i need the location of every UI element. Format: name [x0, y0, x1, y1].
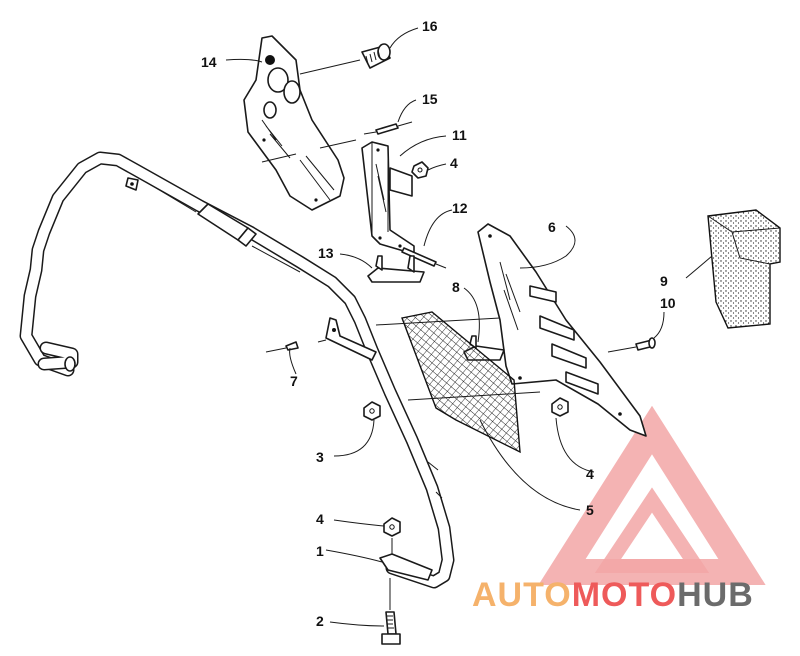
callout-10: 10 [660, 295, 676, 311]
part-16-cap [299, 43, 391, 75]
callout-11: 11 [452, 127, 467, 143]
watermark-logo [538, 405, 766, 585]
part-10-screw [607, 337, 656, 353]
callout-leaders [225, 27, 713, 627]
part-4-nut-top [411, 161, 429, 179]
callout-7: 7 [290, 373, 298, 389]
part-3-nut [363, 401, 381, 421]
part-12-pin [401, 247, 447, 269]
part-13-plate [367, 255, 425, 283]
part-9-foam-block [707, 209, 781, 329]
part-11-bracket [361, 141, 415, 255]
callout-6: 6 [548, 219, 556, 235]
callout-2: 2 [316, 613, 324, 629]
callout-15: 15 [422, 91, 438, 107]
watermark-wordmark: AUTOMOTOHUB [472, 576, 754, 614]
callout-4-mid: 4 [586, 466, 594, 482]
callout-16: 16 [422, 18, 438, 34]
bumper-bracket [325, 317, 377, 361]
watermark-hub: HUB [677, 576, 754, 614]
callout-13: 13 [318, 245, 334, 261]
svg-text:AUTOMOTOHUB: AUTOMOTOHUB [472, 576, 754, 614]
tubular-bumper [19, 151, 455, 589]
watermark-moto: MOTO [572, 576, 677, 614]
callout-3: 3 [316, 449, 324, 465]
callout-8: 8 [452, 279, 460, 295]
watermark-auto: AUTO [472, 576, 572, 614]
callout-14: 14 [201, 54, 217, 70]
callout-5: 5 [586, 502, 594, 518]
part-15-pin [363, 121, 413, 135]
callout-1: 1 [316, 543, 324, 559]
part-7-bolt [265, 341, 299, 353]
watermark-triangle-inner [594, 487, 710, 573]
callout-4-bottom: 4 [316, 511, 324, 527]
part-6-slotted-plate [477, 223, 647, 437]
part-14-side-plate [243, 35, 345, 211]
part-2-bolt [381, 611, 401, 645]
part-4-nut-bottom [383, 517, 401, 537]
part-5-mesh-screen [401, 311, 521, 454]
callout-4-top: 4 [450, 155, 458, 171]
callout-12: 12 [452, 200, 468, 216]
part-4-nut-mid [551, 397, 569, 417]
callout-9: 9 [660, 273, 668, 289]
callout-labels: 14 16 15 11 4 12 13 6 8 9 10 7 3 4 5 4 1… [201, 18, 676, 629]
